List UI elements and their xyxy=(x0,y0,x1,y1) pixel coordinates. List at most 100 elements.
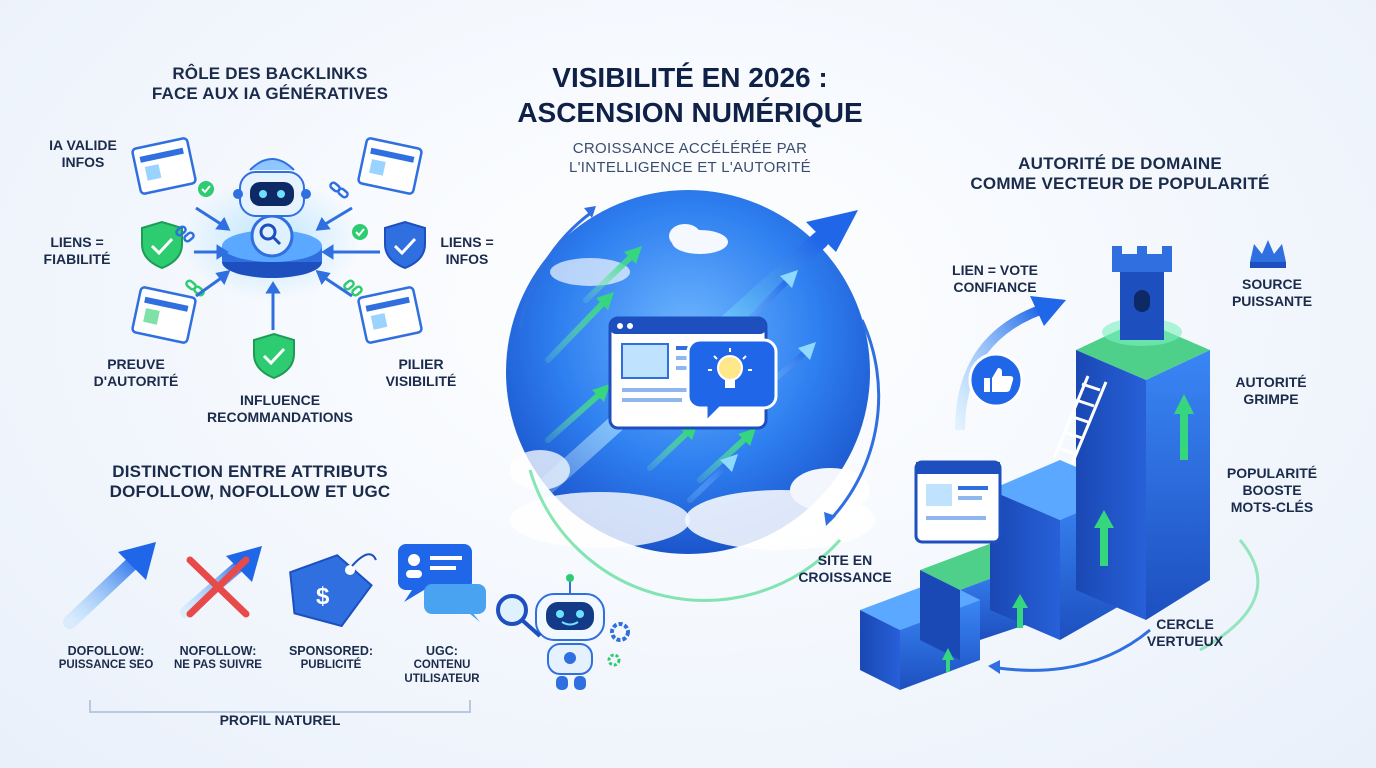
shield-check-icon xyxy=(253,332,295,380)
attribute-dofollow: Dofollow: puissance SEO xyxy=(46,644,166,673)
page-subtitle: Croissance accélérée par l'intelligence … xyxy=(500,140,880,178)
vote-arrow xyxy=(955,305,1042,431)
attribute-ugc: UGC: contenu utilisateur xyxy=(392,644,492,687)
label-grimpe: Autorité grimpe xyxy=(1214,374,1328,408)
link-chain-icon xyxy=(343,279,363,297)
authority-heading-line-2: comme vecteur de popularité xyxy=(970,174,1270,194)
attributes-heading: Distinction entre attributs dofollow, no… xyxy=(80,462,420,503)
attribute-name: UGC: xyxy=(426,644,458,658)
subtitle-line-1: Croissance accélérée par xyxy=(572,140,808,157)
orbit-arc xyxy=(518,210,593,331)
attribute-sponsored: Sponsored: publicité xyxy=(272,644,390,673)
label-line: grimpe xyxy=(1243,390,1299,407)
ladder-icon xyxy=(1052,375,1108,465)
label-line: Influence xyxy=(239,392,321,408)
attribute-name: Dofollow: xyxy=(67,644,145,658)
label-line: Liens = xyxy=(50,234,104,250)
label-line: puissante xyxy=(1231,292,1313,309)
label-line: Site en xyxy=(817,552,873,568)
attribute-nofollow: Nofollow: ne pas suivre xyxy=(162,644,274,673)
link-chain-icon xyxy=(175,225,195,243)
authority-heading: Autorité de domaine comme vecteur de pop… xyxy=(930,154,1310,195)
robot-magnifier-icon xyxy=(496,574,630,690)
growth-arrow-head xyxy=(806,210,858,252)
label-line: d'autorité xyxy=(93,372,179,389)
attribute-name: Nofollow: xyxy=(179,644,257,658)
bracket-line xyxy=(89,700,471,713)
label-site: Site en croissance xyxy=(790,552,900,586)
attribute-desc: publicité xyxy=(300,659,362,671)
label-preuve: Preuve d'autorité xyxy=(76,356,196,390)
link-chain-icon xyxy=(329,181,349,199)
label-line: Lien = vote xyxy=(952,262,1038,278)
staircase-blocks xyxy=(860,320,1210,690)
ai-robot-hub-icon xyxy=(222,158,322,278)
label-line: infos xyxy=(61,153,105,170)
small-growth-arrows xyxy=(545,246,816,503)
label-line: Source xyxy=(1242,276,1302,292)
label-line: Autorité xyxy=(1235,374,1307,390)
shield-check-icon xyxy=(141,220,183,270)
attributes-heading-line-2: dofollow, nofollow et UGC xyxy=(109,482,391,502)
crown-icon xyxy=(1250,240,1286,268)
attributes-heading-line-1: Distinction entre attributs xyxy=(112,462,388,481)
link-chain-icon xyxy=(185,279,205,297)
label-line: recommandations xyxy=(207,408,353,425)
label-line: vertueux xyxy=(1146,632,1224,649)
check-badge-icon xyxy=(198,181,214,197)
label-liens-fiabilite: Liens = fiabilité xyxy=(22,234,132,268)
label-line: infos xyxy=(445,250,489,267)
label-source: Source puissante xyxy=(1210,276,1334,310)
page-title: Visibilité en 2026 : Ascension numérique xyxy=(470,60,910,130)
arrow-up-icon xyxy=(63,542,156,629)
subtitle-line-2: l'intelligence et l'autorité xyxy=(569,158,811,176)
check-badge-icon xyxy=(352,224,368,240)
shield-check-icon xyxy=(384,220,426,270)
label-line: visibilité xyxy=(385,372,457,389)
browser-window-icon xyxy=(357,137,423,195)
label-line: croissance xyxy=(798,568,892,585)
backlinks-heading-line-1: Rôle des backlinks xyxy=(172,64,368,83)
label-line: IA valide xyxy=(49,137,117,153)
label-line: Liens = xyxy=(440,234,494,250)
crossed-arrow-icon xyxy=(180,546,262,618)
title-line-2: Ascension numérique xyxy=(517,97,863,128)
label-line: booste xyxy=(1242,481,1302,498)
attribute-desc: ne pas suivre xyxy=(174,659,262,671)
label-line: confiance xyxy=(953,278,1037,295)
cycle-arrow xyxy=(997,628,1151,672)
label-line: mots-clés xyxy=(1230,498,1314,515)
label-cercle: Cercle vertueux xyxy=(1130,616,1240,650)
svg-text:$: $ xyxy=(316,583,330,610)
label-pilier: Pilier visibilité xyxy=(366,356,476,390)
label-line: Popularité xyxy=(1226,465,1318,481)
backlinks-heading-line-2: face aux IA génératives xyxy=(151,84,389,104)
label-lien-vote: Lien = vote confiance xyxy=(930,262,1060,296)
label-line: Preuve xyxy=(107,356,165,372)
attribute-desc: contenu xyxy=(413,659,471,671)
attribute-desc: puissance SEO xyxy=(58,659,154,671)
title-line-1: Visibilité en 2026 : xyxy=(552,62,828,93)
attribute-name: Sponsored: xyxy=(288,644,374,658)
backlinks-heading: Rôle des backlinks face aux IA générativ… xyxy=(120,64,420,105)
browser-window-icon xyxy=(131,137,197,195)
orbit-arc xyxy=(828,319,881,522)
label-line: Pilier xyxy=(398,356,444,372)
flow-arrows xyxy=(194,206,380,330)
browser-window-icon xyxy=(131,286,197,344)
green-up-arrows xyxy=(942,394,1194,672)
label-line: Cercle xyxy=(1156,616,1214,632)
tower-icon xyxy=(1102,246,1182,346)
label-ia-valide: IA valide infos xyxy=(28,137,138,171)
thumbs-up-icon xyxy=(968,352,1024,408)
profil-naturel-label: Profil naturel xyxy=(219,712,341,728)
browser-window-icon xyxy=(357,286,423,344)
browser-lightbulb-icon xyxy=(608,316,778,430)
authority-heading-line-1: Autorité de domaine xyxy=(1018,154,1222,173)
label-influence: Influence recommandations xyxy=(190,392,370,426)
chat-bubble-icon xyxy=(398,544,486,622)
label-popularite: Popularité booste mots-clés xyxy=(1210,465,1334,515)
attribute-desc: utilisateur xyxy=(404,672,480,685)
label-liens-infos: Liens = infos xyxy=(412,234,522,268)
